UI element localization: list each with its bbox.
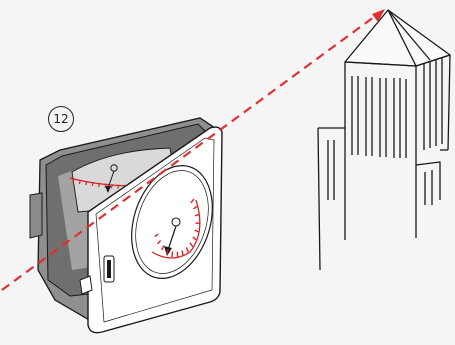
dial-tick [172, 251, 173, 257]
building-landmark [318, 10, 450, 270]
